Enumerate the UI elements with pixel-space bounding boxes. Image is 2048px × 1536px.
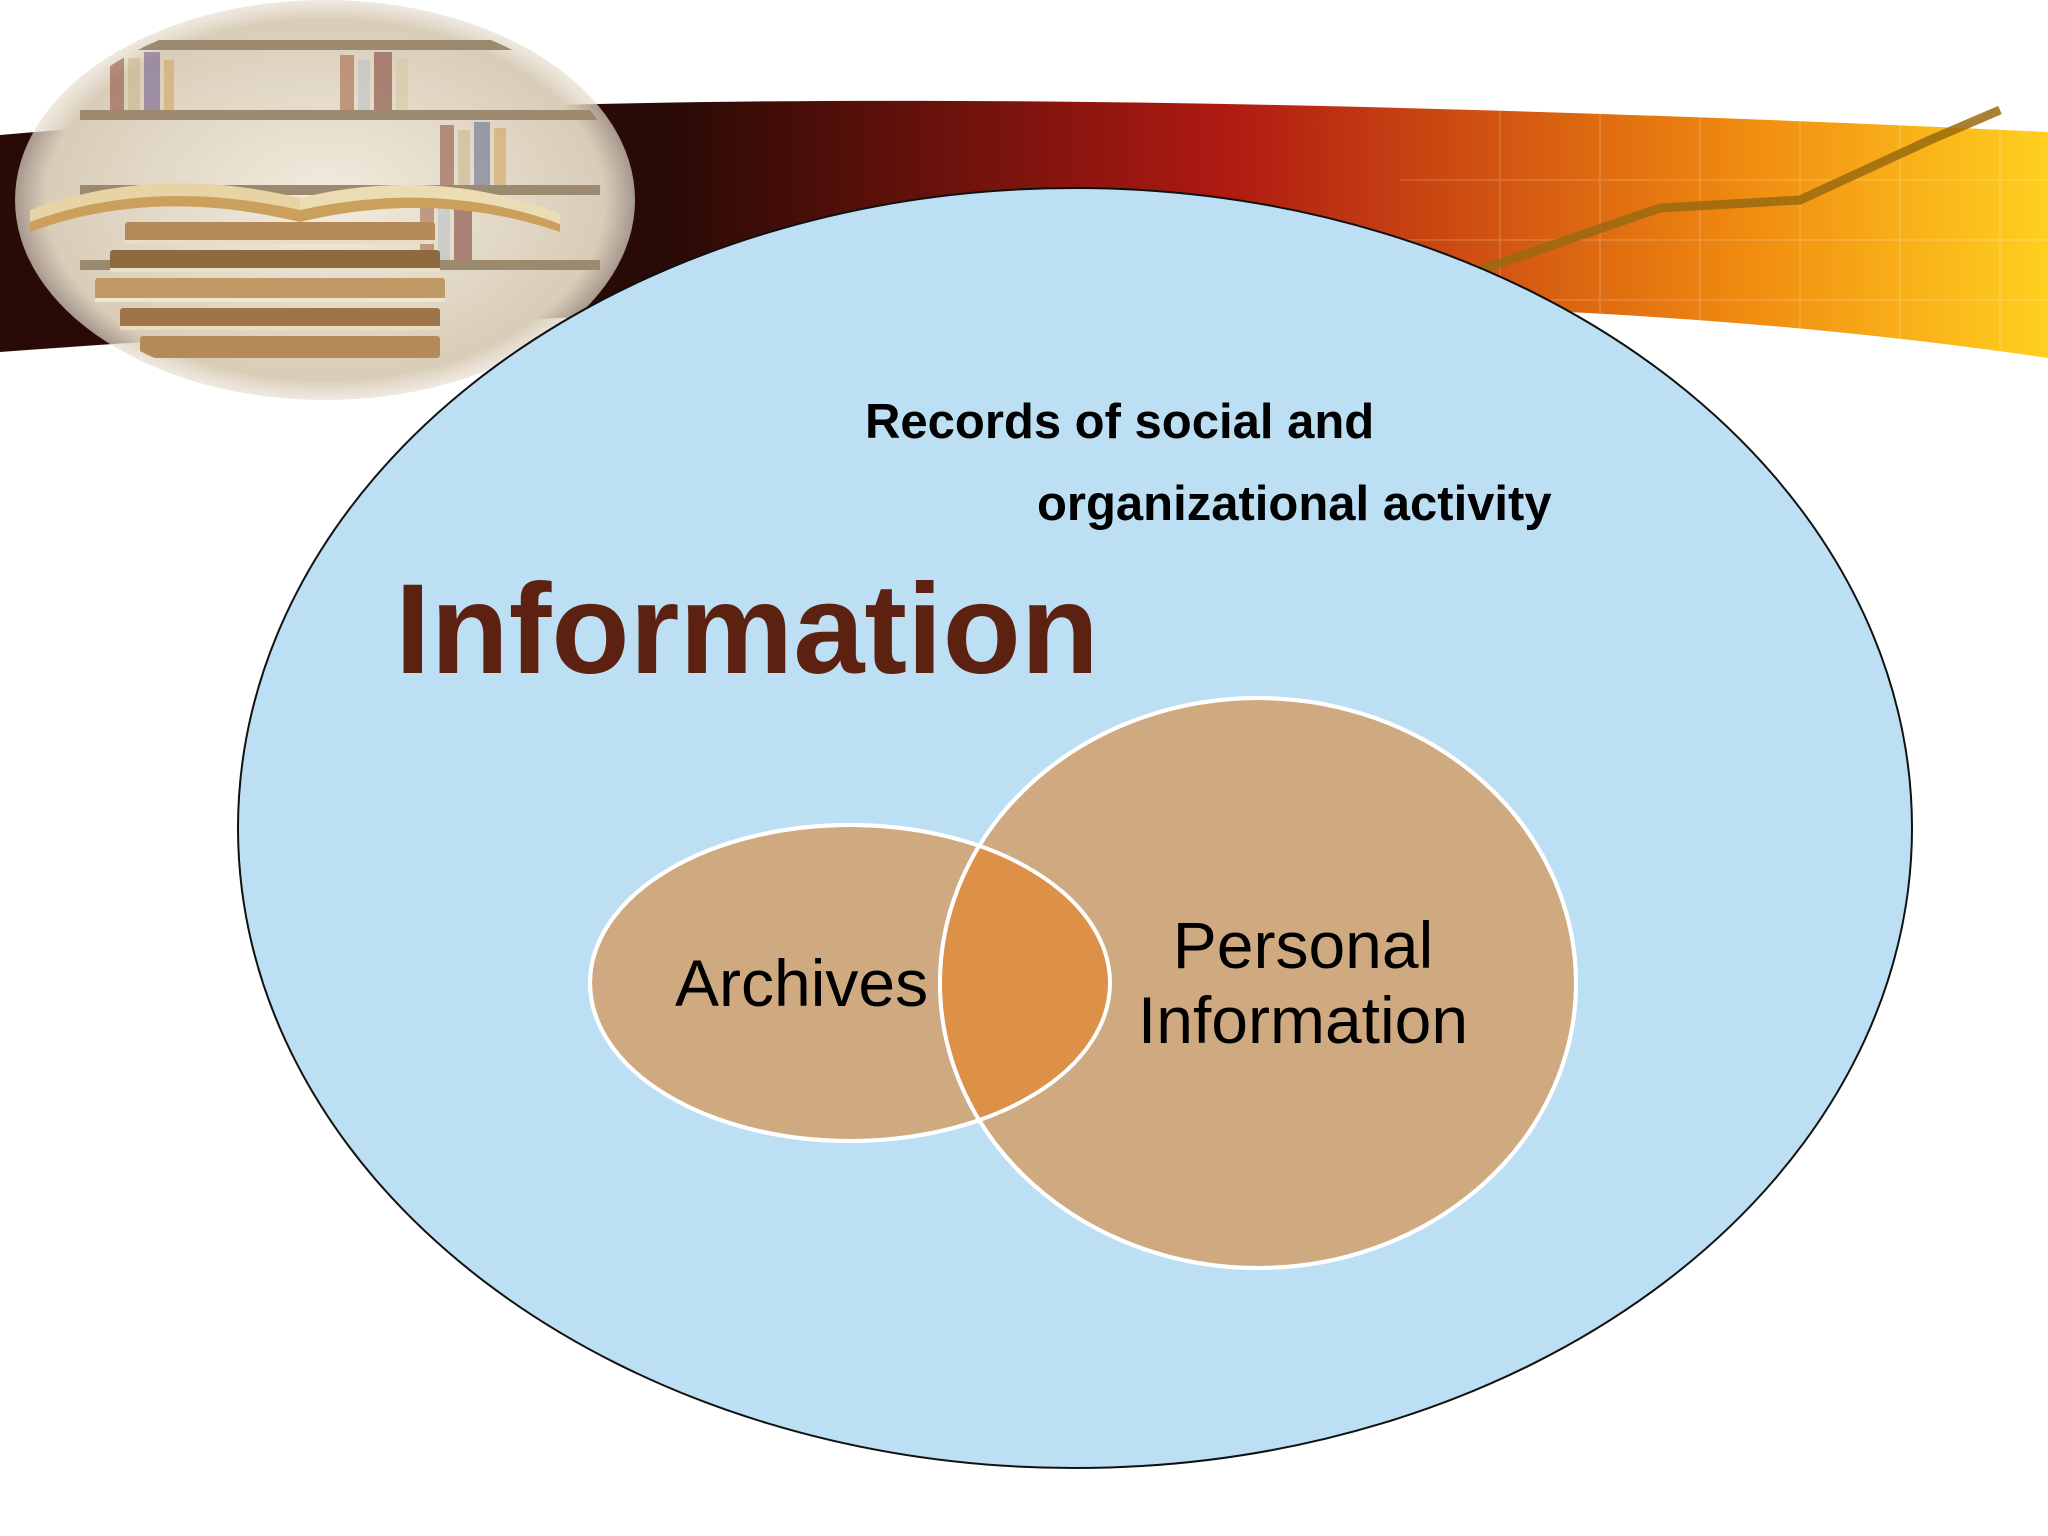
personal-label-line2: Information: [1138, 983, 1468, 1057]
archives-label: Archives: [675, 946, 928, 1020]
venn-diagram: [588, 696, 1578, 1270]
library-books-icon: [15, 0, 635, 400]
outer-label-line1: Records of social and: [865, 395, 1374, 449]
information-heading: Information: [395, 558, 1099, 701]
outer-label-line2: organizational activity: [1037, 477, 1552, 531]
personal-label-line1: Personal: [1173, 908, 1434, 982]
